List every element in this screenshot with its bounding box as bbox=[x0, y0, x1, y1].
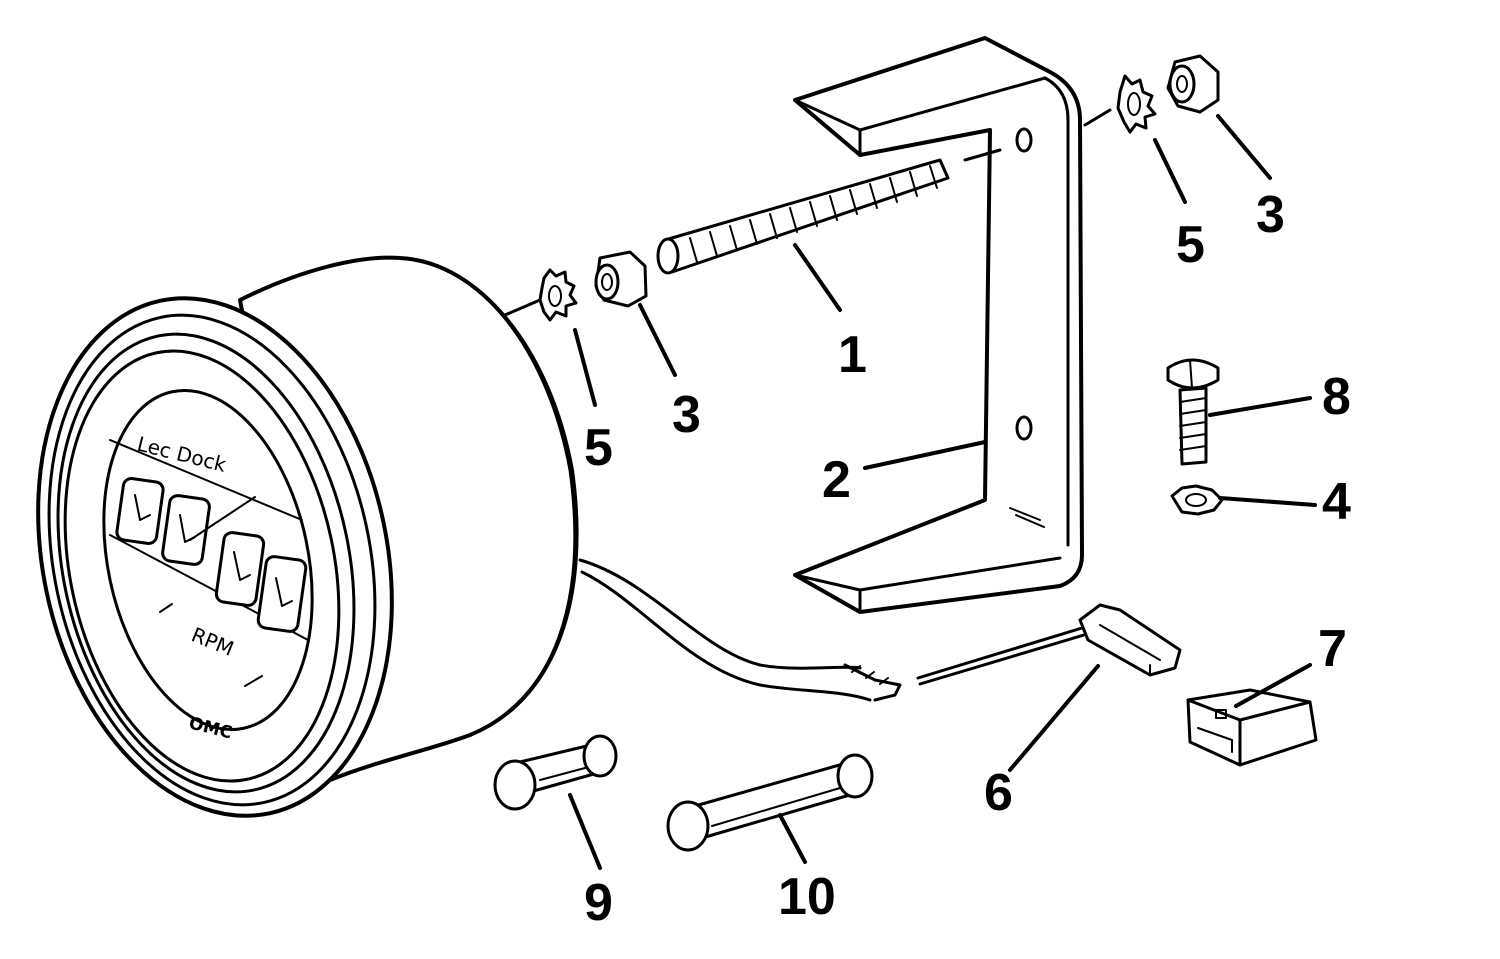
callout-1: 1 bbox=[838, 326, 867, 384]
screw bbox=[1166, 358, 1220, 466]
callout-7: 7 bbox=[1318, 620, 1347, 678]
leader-lines bbox=[568, 114, 1317, 870]
callout-3-right: 3 bbox=[1256, 186, 1285, 244]
callout-2: 2 bbox=[822, 451, 851, 509]
callout-8: 8 bbox=[1322, 368, 1351, 426]
callout-6: 6 bbox=[984, 764, 1013, 822]
hex-nut-right bbox=[1166, 54, 1220, 114]
lock-washer-small bbox=[1170, 484, 1224, 516]
callout-3-left: 3 bbox=[672, 386, 701, 444]
fuse-short bbox=[493, 734, 618, 811]
threaded-stud bbox=[656, 148, 1002, 275]
gauge-wire-harness bbox=[578, 558, 1086, 702]
callout-9: 9 bbox=[584, 874, 613, 932]
tachometer-gauge: Lec Dock RPM OMC bbox=[36, 255, 579, 818]
callout-labels: 1 2 3 3 4 5 5 6 7 8 9 10 bbox=[584, 186, 1351, 932]
hex-nut-left bbox=[594, 250, 648, 308]
lock-washer-left bbox=[503, 268, 578, 322]
fuse-long bbox=[666, 753, 874, 852]
callout-10: 10 bbox=[778, 868, 836, 926]
mounting-bracket bbox=[793, 36, 1084, 614]
connector-cover bbox=[1186, 688, 1318, 767]
terminal-connector bbox=[1078, 603, 1182, 677]
callout-5-right: 5 bbox=[1176, 216, 1205, 274]
callout-5-left: 5 bbox=[584, 419, 613, 477]
callout-4: 4 bbox=[1322, 473, 1351, 531]
digit-windows bbox=[115, 477, 308, 633]
lock-washer-right bbox=[1083, 74, 1157, 134]
gauge-needle bbox=[189, 496, 256, 541]
